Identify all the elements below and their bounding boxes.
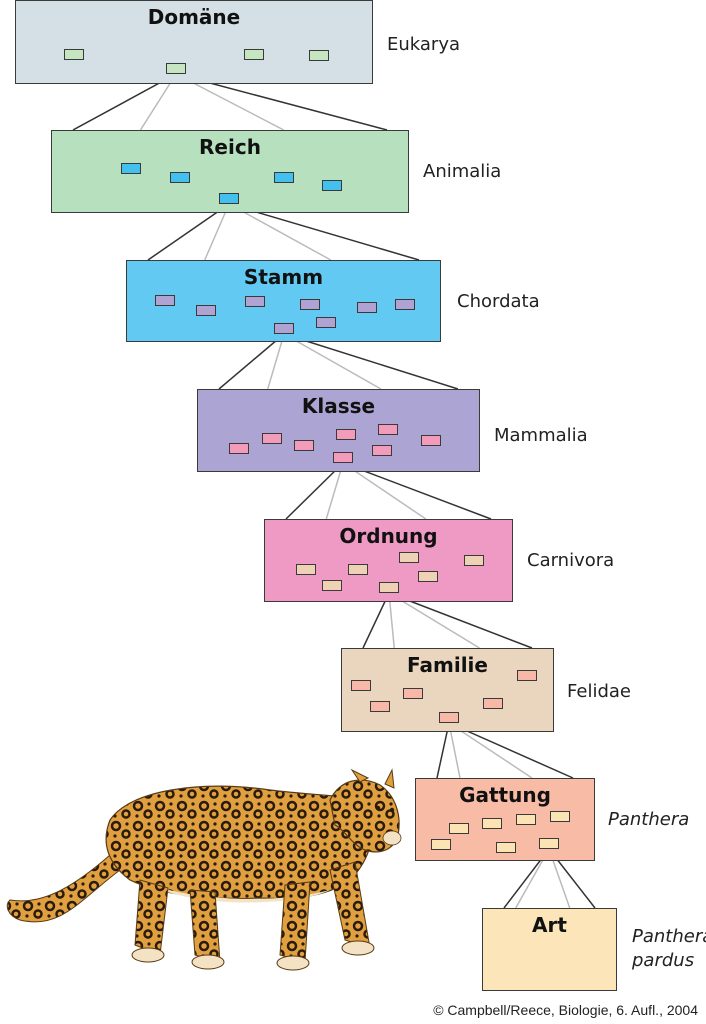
subgroup-rect	[370, 701, 390, 712]
subgroup-rect	[399, 552, 419, 563]
subgroup-rect	[496, 842, 516, 853]
connector-line	[204, 203, 230, 261]
subgroup-rect	[439, 712, 459, 723]
subgroup-rect	[482, 818, 502, 829]
subgroup-rect	[483, 698, 503, 709]
subgroup-rect	[372, 445, 392, 456]
subgroup-rect	[449, 823, 469, 834]
subgroup-rect	[333, 452, 353, 463]
taxon-label-8: Panthera pardus	[632, 926, 706, 971]
taxon-label-4: Mammalia	[494, 425, 588, 446]
connector-line	[436, 722, 450, 779]
subgroup-rect	[196, 305, 216, 316]
rank-box-1: Domäne	[15, 0, 373, 84]
subgroup-rect	[464, 555, 484, 566]
subgroup-rect	[348, 564, 368, 575]
subgroup-rect	[403, 688, 423, 699]
subgroup-rect	[357, 302, 377, 313]
connector-line	[342, 462, 427, 520]
subgroup-rect	[418, 571, 438, 582]
rank-title: Art	[532, 913, 567, 937]
subgroup-rect	[244, 49, 264, 60]
taxon-label-1: Eukarya	[387, 34, 461, 55]
rank-title: Ordnung	[339, 524, 438, 548]
subgroup-rect	[336, 429, 356, 440]
rank-box-6: Familie	[341, 648, 554, 732]
subgroup-rect	[322, 580, 342, 591]
subgroup-rect	[316, 317, 336, 328]
connector-line	[285, 462, 344, 520]
copyright-credit: © Campbell/Reece, Biologie, 6. Aufl., 20…	[433, 1002, 698, 1018]
subgroup-rect	[121, 163, 141, 174]
subgroup-rect	[378, 424, 398, 435]
rank-box-8: Art	[482, 908, 617, 991]
subgroup-rect	[155, 295, 175, 306]
subgroup-rect	[421, 435, 441, 446]
subgroup-rect	[539, 838, 559, 849]
rank-title: Reich	[199, 135, 261, 159]
subgroup-rect	[274, 323, 294, 334]
connector-line	[218, 333, 285, 390]
connector-line	[388, 592, 395, 649]
connector-line	[448, 722, 461, 779]
rank-title: Domäne	[147, 5, 241, 29]
subgroup-rect	[395, 299, 415, 310]
taxon-label-2: Animalia	[423, 161, 502, 182]
subgroup-rect	[517, 670, 537, 681]
taxon-label-3: Chordata	[457, 291, 540, 312]
subgroup-rect	[219, 193, 239, 204]
taxon-label-6: Felidae	[567, 681, 631, 702]
connector-line	[448, 722, 574, 779]
taxon-label-7: Panthera	[608, 809, 690, 830]
taxon-label-5: Carnivora	[527, 550, 615, 571]
connector-line	[267, 333, 285, 390]
rank-title: Familie	[407, 653, 488, 677]
connector-line	[388, 592, 533, 649]
subgroup-rect	[379, 582, 399, 593]
subgroup-rect	[550, 811, 570, 822]
subgroup-rect	[300, 299, 320, 310]
connector-line	[388, 592, 480, 649]
rank-title: Klasse	[301, 394, 376, 418]
subgroup-rect	[64, 49, 84, 60]
connector-line	[283, 333, 459, 390]
subgroup-rect	[245, 296, 265, 307]
subgroup-rect	[166, 63, 186, 74]
subgroup-rect	[170, 172, 190, 183]
connector-line	[325, 462, 344, 520]
subgroup-rect	[274, 172, 294, 183]
subgroup-rect	[294, 440, 314, 451]
connector-line	[342, 462, 492, 520]
connector-line	[448, 722, 533, 779]
connector-line	[228, 203, 332, 261]
rank-title: Stamm	[243, 265, 324, 289]
subgroup-rect	[431, 839, 451, 850]
subgroup-rect	[516, 814, 536, 825]
connector-line	[228, 203, 420, 261]
subgroup-rect	[229, 443, 249, 454]
subgroup-rect	[322, 180, 342, 191]
rank-title: Gattung	[459, 783, 551, 807]
connector-line	[147, 203, 230, 261]
subgroup-rect	[262, 433, 282, 444]
subgroup-rect	[309, 50, 329, 61]
subgroup-rect	[296, 564, 316, 575]
connector-line	[283, 333, 382, 390]
subgroup-rect	[351, 680, 371, 691]
connector-line	[362, 592, 390, 649]
